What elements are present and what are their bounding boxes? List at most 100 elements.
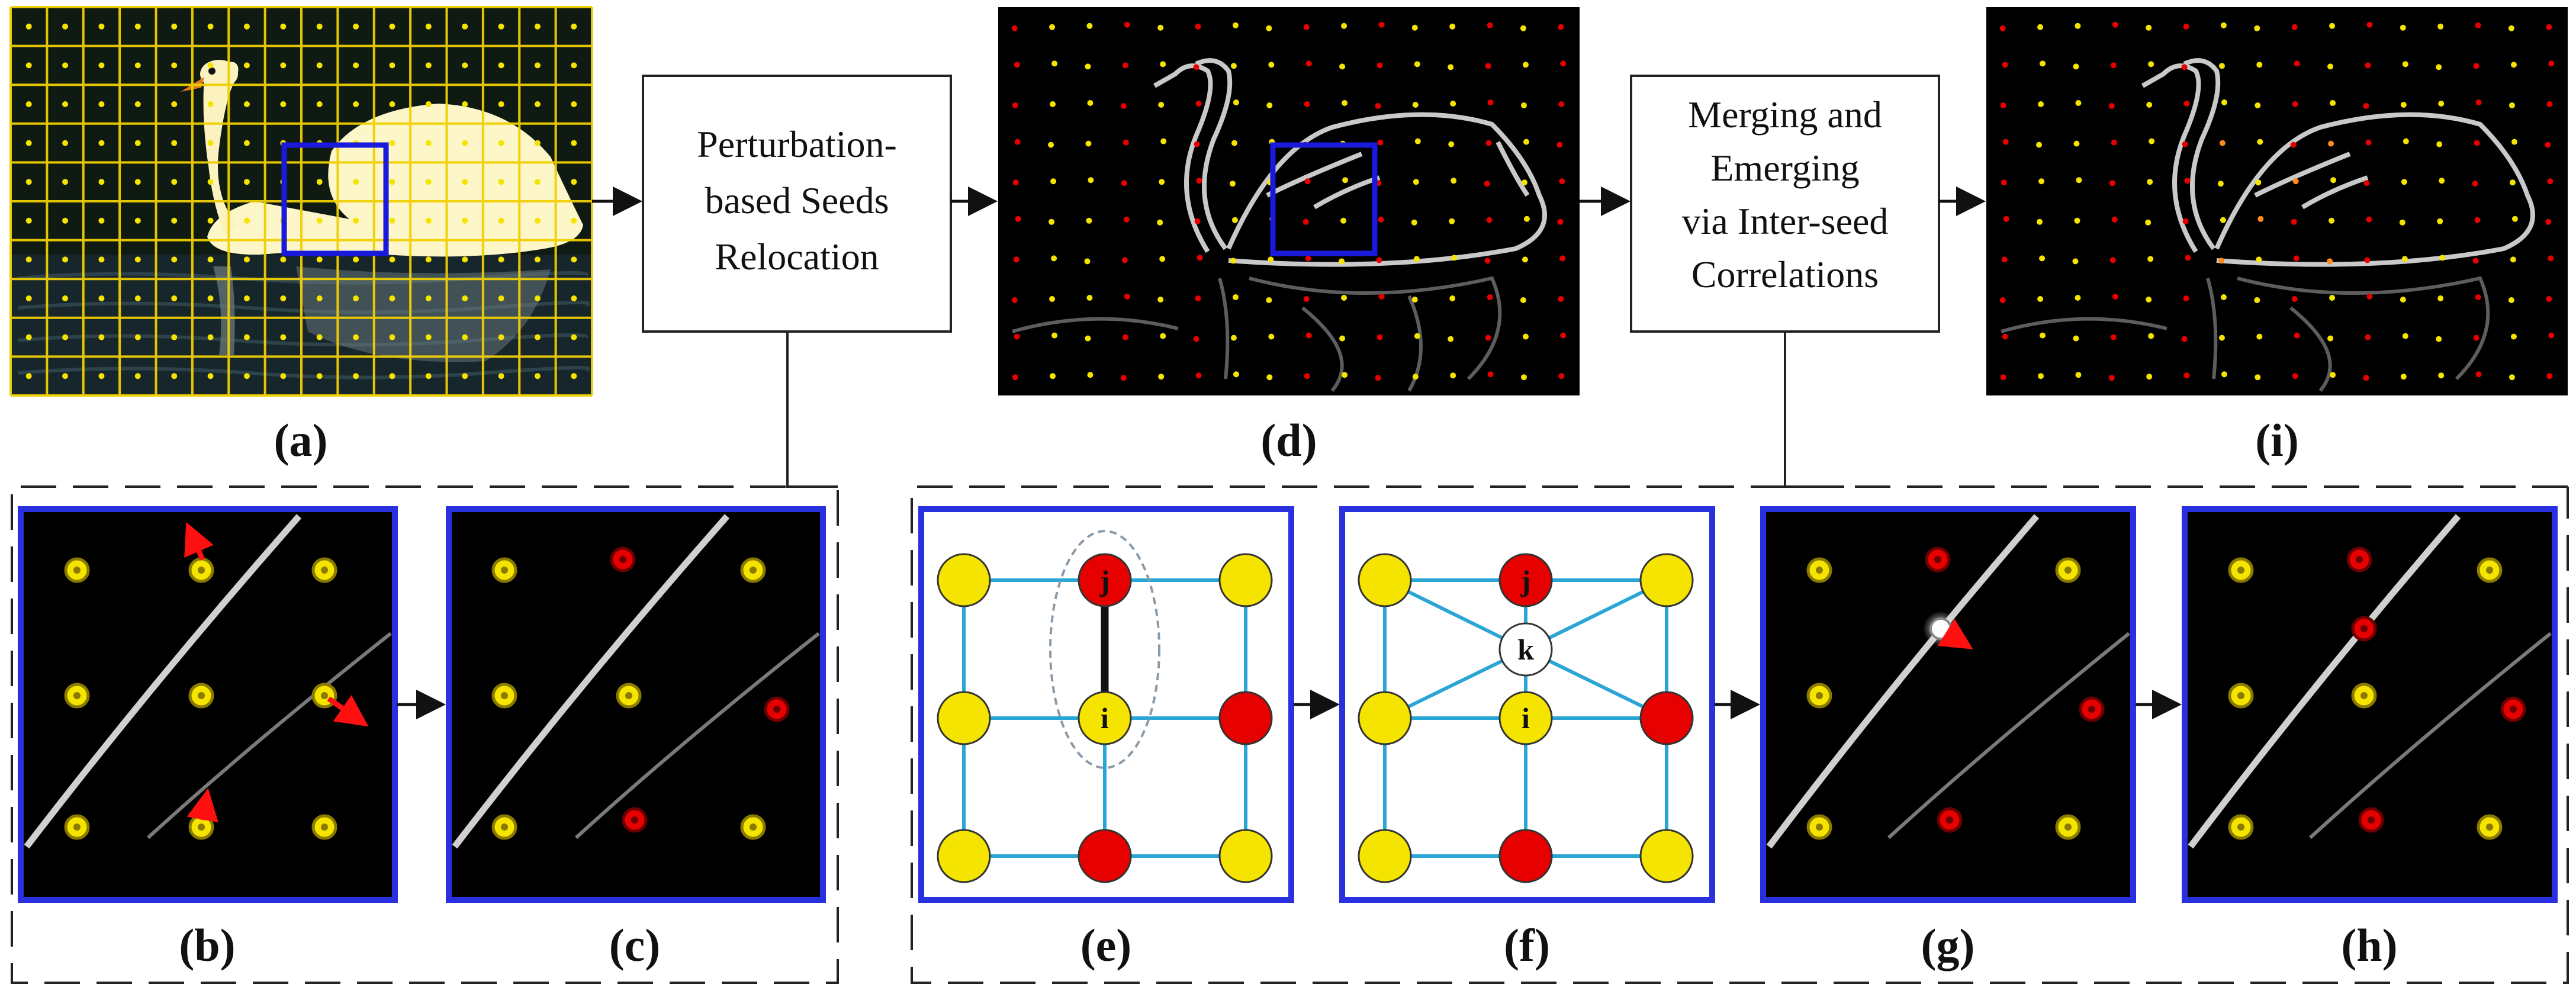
seed-dot — [1085, 63, 1091, 70]
seed-dot — [571, 373, 577, 379]
seed-dot — [1339, 63, 1346, 70]
seed-dot — [1268, 62, 1275, 68]
seed-g-new — [1923, 611, 1958, 646]
seed-dot — [2438, 101, 2445, 107]
seed-dot — [2330, 177, 2337, 184]
seed-dot — [425, 295, 432, 301]
seed-dot — [1449, 218, 1455, 224]
seed-dot — [207, 295, 214, 301]
seed-dot — [25, 23, 32, 30]
seed-dot — [171, 334, 178, 340]
seed-dot — [2548, 332, 2555, 339]
seed-dot — [498, 62, 504, 69]
seed-dot — [2111, 139, 2117, 146]
seed-dot — [316, 62, 323, 69]
seed-dot — [2146, 102, 2153, 108]
seed-dot — [2256, 256, 2262, 263]
seed-dot — [2330, 100, 2336, 106]
seed-dot — [353, 101, 359, 107]
seed-c-11 — [616, 683, 642, 709]
label-g: (g) — [1921, 919, 1975, 971]
seed-dot — [62, 256, 69, 263]
seed-dot — [134, 295, 141, 301]
seed-dot — [353, 334, 359, 340]
seed-dot — [1195, 101, 1202, 107]
seed-dot — [62, 179, 69, 185]
seed-dot — [98, 23, 105, 30]
seed-dot — [2472, 181, 2478, 187]
seed-dot — [2002, 62, 2008, 68]
seed-dot — [1159, 256, 1166, 262]
seed-dot — [2074, 217, 2080, 224]
seed-dot — [389, 373, 395, 379]
seed-dot — [425, 23, 432, 30]
seed-dot — [2219, 140, 2226, 146]
seed-dot — [243, 101, 250, 107]
node-label-k-f: k — [1517, 633, 1534, 666]
seed-dot — [1377, 62, 1383, 69]
seed-dot — [2363, 180, 2370, 186]
seed-dot — [1999, 297, 2006, 303]
seed-dot — [98, 62, 105, 69]
seed-dot — [1051, 332, 1058, 339]
seed-dot — [1342, 372, 1348, 378]
seed-dot — [2073, 140, 2080, 147]
seed-dot — [425, 140, 432, 146]
seed-dot — [25, 217, 32, 224]
seed-dot — [2110, 62, 2117, 69]
seed-dot — [2438, 372, 2445, 379]
seed-dot — [1193, 336, 1199, 342]
seed-dot — [62, 23, 69, 30]
seed-dot — [425, 334, 432, 340]
seed-dot — [2075, 372, 2082, 378]
seed-dot — [2182, 141, 2188, 147]
seed-dot — [1197, 255, 1203, 261]
seed-dot — [1087, 100, 1094, 106]
seed-dot — [425, 373, 432, 379]
panel-a-swan-image — [9, 6, 593, 397]
seed-dot — [2327, 63, 2334, 70]
seed-dot — [25, 62, 32, 69]
seed-dot — [1304, 101, 1310, 107]
seed-dot — [134, 256, 141, 263]
seed-dot — [2545, 141, 2551, 148]
seed-dot — [2220, 217, 2226, 223]
seed-dot — [1266, 102, 1273, 108]
seed-dot — [134, 334, 141, 340]
seed-dot — [2437, 23, 2444, 30]
seed-dot — [1522, 62, 1529, 68]
seed-dot — [2437, 295, 2444, 301]
seed-dot — [2000, 374, 2006, 381]
seed-dot — [1484, 181, 1490, 187]
seed-dot — [425, 256, 432, 263]
seed-dot — [2365, 62, 2371, 69]
seed-dot — [2436, 336, 2442, 342]
seed-dot — [1120, 103, 1127, 109]
seed-dot — [25, 179, 32, 185]
seed-dot — [171, 256, 178, 263]
merging-line-4: Correlations — [1691, 253, 1879, 295]
seed-dot — [2255, 374, 2261, 381]
seed-dot — [316, 179, 323, 185]
dashed-groups — [11, 485, 2569, 984]
seed-dot — [2475, 294, 2481, 300]
seed-dot — [1520, 102, 1527, 108]
seed-dot — [2182, 218, 2189, 224]
seed-dot — [25, 295, 32, 301]
seed-dot — [353, 179, 359, 185]
seed-dot — [534, 140, 541, 146]
seed-dot — [171, 179, 178, 185]
dashed-group-relocation — [11, 485, 839, 984]
seed-dot — [316, 217, 323, 224]
seed-dot — [425, 179, 432, 185]
seed-dot — [462, 256, 468, 263]
seed-dot — [2255, 102, 2261, 108]
seed-dot — [1305, 255, 1311, 262]
seed-dot — [1266, 25, 1272, 31]
seed-dot — [1485, 63, 1491, 69]
panel-c-relocated-seeds — [446, 506, 826, 903]
seed-c-20 — [491, 814, 517, 840]
seed-dot — [1342, 177, 1349, 184]
seed-dot — [2040, 332, 2046, 339]
seed-dot — [2148, 61, 2154, 67]
